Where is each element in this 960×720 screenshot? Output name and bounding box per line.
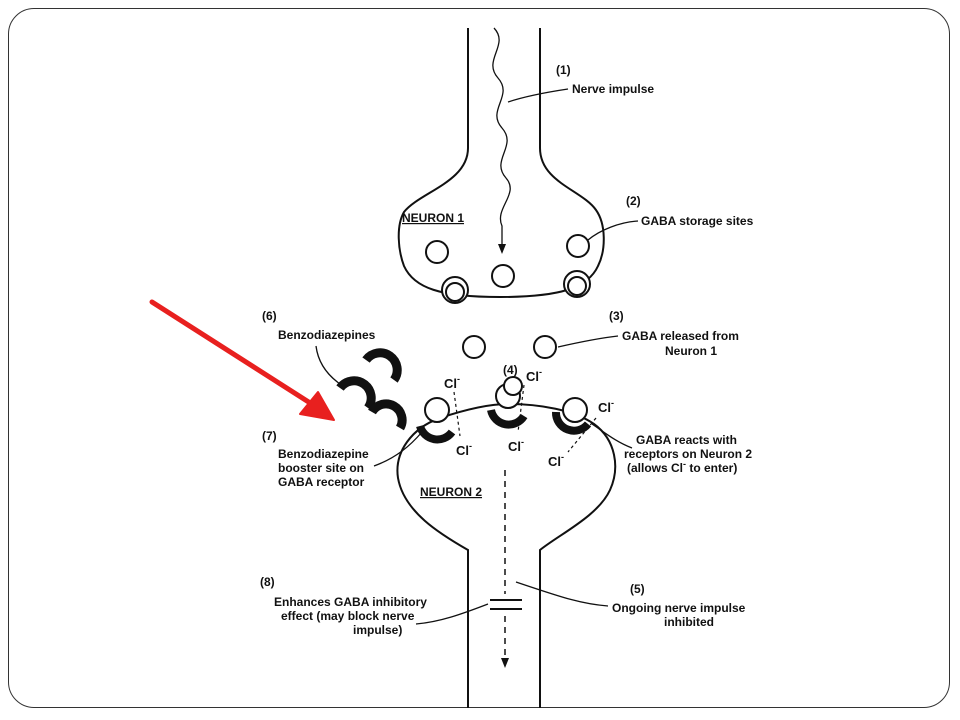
receptor-booster-site — [416, 424, 456, 444]
docked-vesicle-inner — [445, 282, 465, 302]
annotation-4-number: (4) — [503, 363, 518, 377]
chloride-ions: Cl- Cl- Cl- Cl- Cl- Cl- — [444, 367, 614, 469]
impulse-path-arrowhead — [501, 658, 509, 668]
annotation-8-text: impulse) — [353, 623, 402, 637]
annotation-5-number: (5) — [630, 582, 645, 596]
annotation-2-text: GABA storage sites — [641, 214, 754, 228]
red-pointer-arrow — [149, 299, 335, 421]
receptor-caption-line: GABA reacts with — [636, 433, 737, 447]
docked-vesicle-inner — [567, 276, 587, 296]
receptor-caption-line: (allows Cl- to enter) — [627, 459, 737, 475]
benzodiazepine-molecule — [362, 348, 402, 383]
gaba-vesicle — [425, 240, 449, 264]
benzodiazepine-molecule — [368, 399, 407, 431]
annotation-7-number: (7) — [262, 429, 277, 443]
chloride-ion: Cl- — [456, 441, 472, 458]
gaba-receptor-right — [552, 397, 592, 435]
neuron-1-membrane — [397, 28, 605, 299]
nerve-impulse-wave — [492, 27, 511, 246]
released-gaba — [462, 335, 486, 359]
bound-gaba — [424, 397, 450, 423]
bound-gaba-top — [503, 376, 523, 396]
annotation-1-text: Nerve impulse — [572, 82, 654, 96]
gaba-vesicle — [491, 264, 515, 288]
red-arrow-shaft — [149, 299, 321, 411]
leader-line — [515, 581, 609, 607]
gaba-receptor-left — [416, 397, 456, 444]
leader-line — [373, 431, 423, 467]
annotation-7-text: GABA receptor — [278, 475, 365, 489]
annotation-8-number: (8) — [260, 575, 275, 589]
chloride-flow-arrow — [567, 417, 597, 453]
annotation-3-text: GABA released from — [622, 329, 739, 343]
leader-line — [415, 603, 489, 625]
chloride-flow-arrow — [517, 384, 525, 433]
chloride-ion: Cl- — [444, 374, 460, 391]
leader-line — [507, 88, 569, 103]
bound-gaba — [562, 397, 588, 423]
receptor-caption-line: receptors on Neuron 2 — [624, 447, 752, 461]
neuron-1-label: NEURON 1 — [402, 211, 464, 225]
gaba-vesicle — [566, 234, 590, 258]
leader-line — [587, 220, 639, 241]
slide-frame — [8, 8, 950, 708]
nerve-impulse-arrowhead — [498, 244, 506, 254]
chloride-ion: Cl- — [508, 437, 524, 454]
annotation-8-text: effect (may block nerve — [281, 609, 415, 623]
annotation-5-text: Ongoing nerve impulse — [612, 601, 746, 615]
leader-line — [557, 335, 619, 348]
benzodiazepine-molecules — [336, 348, 407, 431]
annotation-7-text: booster site on — [278, 461, 364, 475]
annotation-5-text: inhibited — [664, 615, 714, 629]
annotation-3-number: (3) — [609, 309, 624, 323]
receptor-booster-site — [487, 408, 528, 429]
annotation-2-number: (2) — [626, 194, 641, 208]
red-arrow-head — [299, 391, 335, 421]
benzodiazepine-molecule — [336, 376, 376, 411]
annotation-6-number: (6) — [262, 309, 277, 323]
leader-line — [315, 345, 341, 385]
chloride-ion: Cl- — [526, 367, 542, 384]
neuron-1: NEURON 1 — [397, 27, 605, 304]
annotation-1-number: (1) — [556, 63, 571, 77]
annotation-3-text: Neuron 1 — [665, 344, 717, 358]
annotation-8-text: Enhances GABA inhibitory — [274, 595, 427, 609]
leader-line — [591, 423, 633, 449]
chloride-flow-arrow — [453, 391, 461, 437]
annotation-7-text: Benzodiazepine — [278, 447, 369, 461]
released-gaba — [533, 335, 557, 359]
chloride-ion: Cl- — [548, 452, 564, 469]
receptor-booster-site — [552, 411, 592, 435]
chloride-ion: Cl- — [598, 398, 614, 415]
neuron-2: NEURON 2 — [396, 402, 617, 708]
gaba-receptor-middle — [487, 376, 528, 429]
neuron-2-label: NEURON 2 — [420, 485, 482, 499]
annotation-6-text: Benzodiazepines — [278, 328, 376, 342]
